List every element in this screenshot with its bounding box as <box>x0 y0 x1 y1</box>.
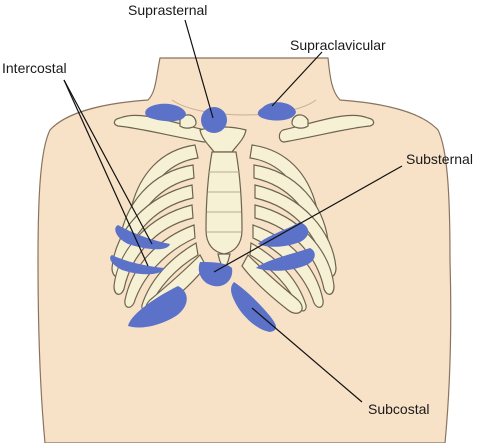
torso <box>37 57 452 443</box>
leader-intercostal-a <box>63 79 153 245</box>
subcostal-zone-left <box>128 286 187 328</box>
right-clavicle <box>278 114 375 143</box>
neck-shadow <box>171 99 317 116</box>
leader-suprasternal <box>184 19 214 119</box>
label-supraclavicular: Supraclavicular <box>290 37 386 53</box>
intercostal-zone-left-lower <box>110 255 164 275</box>
sternum <box>199 126 247 272</box>
intercostal-zone-left-upper <box>115 225 170 250</box>
leader-intercostal-b <box>63 79 149 267</box>
supraclavicular-zone-left <box>145 103 186 122</box>
label-suprasternal: Suprasternal <box>128 2 207 18</box>
leader-supraclavicular <box>271 51 323 107</box>
torso-body <box>37 57 452 443</box>
supraclavicular-zone-right <box>257 102 296 121</box>
intercostal-zone-right-lower <box>256 248 315 271</box>
right-costal-margin <box>241 254 303 314</box>
leader-subcostal <box>251 307 363 403</box>
leader-lines <box>63 19 403 403</box>
label-subcostal: Subcostal <box>368 401 429 417</box>
label-substernal: Substernal <box>406 151 473 167</box>
labels: Suprasternal Supraclavicular Intercostal… <box>2 2 473 417</box>
label-intercostal: Intercostal <box>2 60 67 76</box>
sternum-body <box>205 151 243 255</box>
substernal-zone <box>198 262 233 287</box>
suprasternal-zone <box>201 107 227 133</box>
leader-substernal <box>213 165 403 273</box>
